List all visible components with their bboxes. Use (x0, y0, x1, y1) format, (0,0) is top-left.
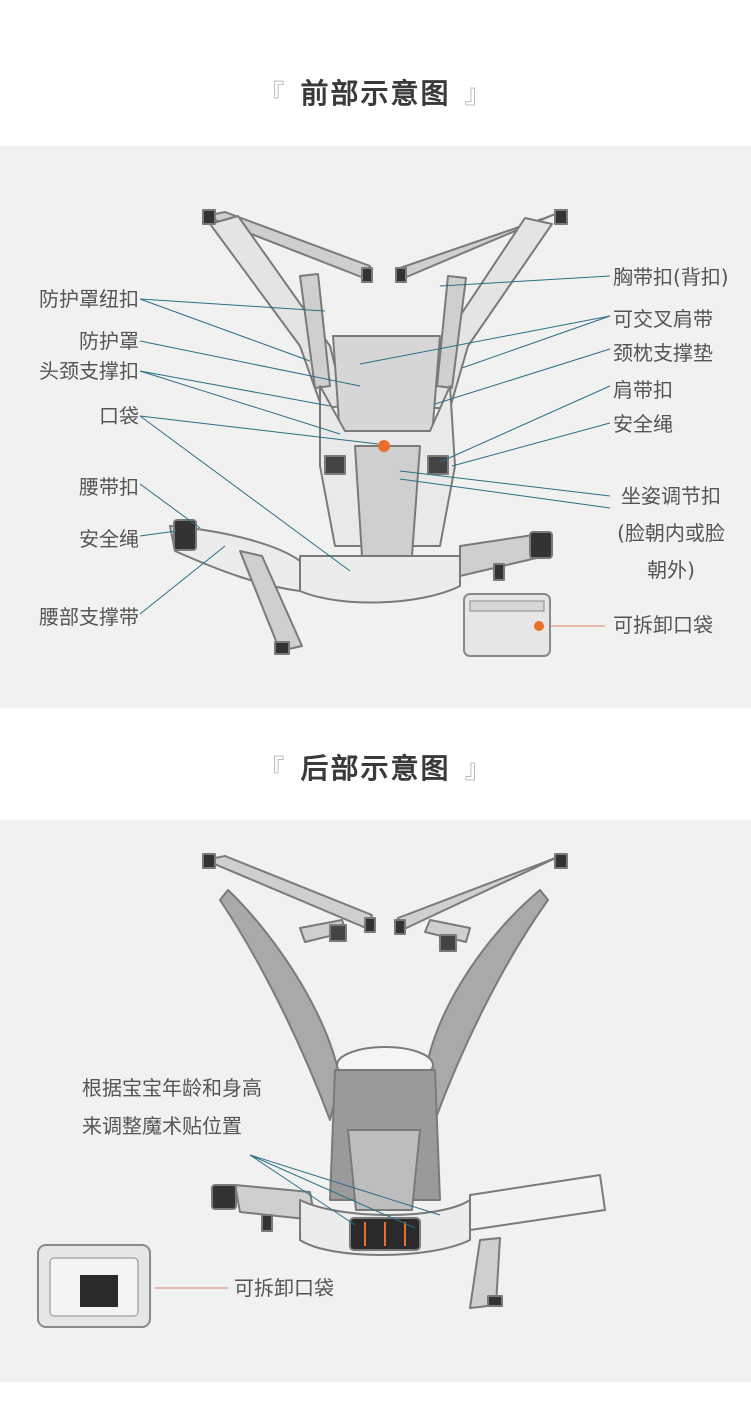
front-title-text: 前部示意图 (300, 77, 451, 110)
back-diagram-panel: 根据宝宝年龄和身高 来调整魔术贴位置 可拆卸口袋 (0, 820, 751, 1382)
back-pouch-illustration (37, 1244, 151, 1328)
label-safety-cord-left: 安全绳 (79, 527, 139, 551)
title-bracket-close: 』 (464, 80, 493, 110)
label-head-support-button: 头颈支撑扣 (39, 359, 139, 383)
label-shoulder-buckle: 肩带扣 (613, 378, 673, 402)
label-pocket: 口袋 (99, 404, 139, 428)
front-leader-lines (139, 275, 611, 615)
title-bracket-close: 』 (464, 755, 493, 785)
label-safety-cord-right: 安全绳 (613, 412, 673, 436)
title-bracket-open: 『 (258, 755, 287, 785)
label-cover: 防护罩 (79, 329, 139, 353)
label-velcro-line1: 根据宝宝年龄和身高 (82, 1076, 262, 1100)
label-waist-buckle: 腰带扣 (79, 475, 139, 499)
title-bracket-open: 『 (258, 80, 287, 110)
label-seat-adjust-2: (脸朝内或脸 (617, 521, 725, 545)
back-section-title: 『后部示意图』 (0, 747, 751, 787)
front-pouch-illustration (463, 593, 551, 657)
front-carrier-illustration (139, 209, 611, 657)
label-waist-belt: 腰部支撑带 (39, 605, 139, 629)
label-crossable-straps: 可交叉肩带 (613, 307, 713, 331)
label-detachable-pouch-front: 可拆卸口袋 (613, 613, 713, 637)
label-neck-pillow: 颈枕支撑垫 (613, 341, 713, 365)
brand-logo-icon (378, 440, 390, 452)
label-seat-adjust-3: 朝外) (647, 558, 695, 582)
front-section-title: 『前部示意图』 (0, 72, 751, 112)
label-seat-adjust-1: 坐姿调节扣 (621, 484, 721, 508)
back-carrier-illustration (37, 853, 606, 1328)
front-diagram-panel: 防护罩纽扣 防护罩 头颈支撑扣 口袋 腰带扣 安全绳 腰部支撑带 胸带扣(背扣)… (0, 146, 751, 708)
label-detachable-pouch-back: 可拆卸口袋 (234, 1276, 334, 1300)
back-title-text: 后部示意图 (300, 752, 451, 785)
label-chest-buckle: 胸带扣(背扣) (613, 265, 729, 289)
back-leader-lines (249, 1154, 441, 1229)
label-cover-button: 防护罩纽扣 (39, 287, 139, 311)
label-velcro-line2: 来调整魔术贴位置 (82, 1114, 242, 1138)
velcro-markers (364, 1222, 406, 1246)
